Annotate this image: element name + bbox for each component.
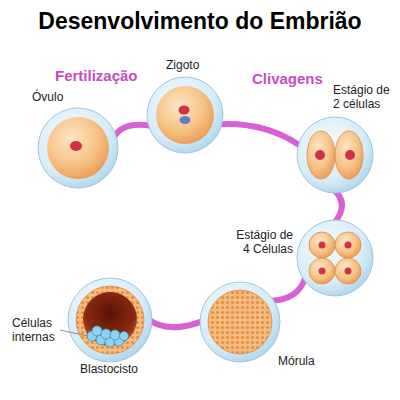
stage-label: Óvulo	[32, 90, 92, 104]
stage-heading: Fertilização	[55, 67, 175, 85]
embryo-stage: Mórula	[200, 282, 280, 362]
blastomere	[335, 258, 361, 284]
blastocyst-embryo	[68, 278, 152, 362]
stage-label: Estágio de 4 Células	[227, 228, 293, 256]
development-ring	[220, 124, 300, 146]
leader-line	[60, 330, 88, 336]
cell-mass	[208, 290, 272, 354]
blastomere	[335, 131, 363, 179]
nucleus	[319, 242, 326, 249]
development-ring	[114, 125, 150, 137]
blastocoel	[83, 292, 137, 346]
nucleus	[345, 268, 352, 275]
embryo-stage: Estágio de 4 Células	[297, 220, 373, 296]
inner-cell	[101, 329, 111, 339]
blastomere	[309, 232, 335, 258]
trophoblast	[76, 286, 144, 354]
nucleus	[70, 141, 82, 151]
development-ring	[335, 191, 342, 222]
embryo-stage: Zigoto	[147, 77, 223, 153]
nucleus	[315, 150, 325, 160]
development-ring	[272, 278, 306, 301]
blastomere	[307, 131, 335, 179]
embryo-stage: Blastocisto	[68, 278, 152, 362]
inner-cell	[92, 326, 102, 336]
nucleus	[345, 242, 352, 249]
blastomere	[309, 258, 335, 284]
zona-pellucida	[147, 77, 223, 153]
development-ring	[150, 321, 202, 328]
four-cell-embryo	[297, 220, 373, 296]
nucleus	[319, 268, 326, 275]
zona-pellucida	[297, 220, 373, 296]
zona-pellucida	[68, 278, 152, 362]
two-cell-embryo	[297, 117, 373, 193]
stage-label: Mórula	[278, 354, 338, 368]
morula-embryo	[200, 282, 280, 362]
cytoplasm	[47, 117, 109, 179]
stage-label: Blastocisto	[80, 362, 160, 376]
part-label: Células internas	[12, 316, 64, 344]
stage-label: Estágio de 2 células	[333, 83, 399, 111]
embryo-stage: Óvulo	[38, 108, 118, 188]
zygote-cell	[147, 77, 223, 153]
pronucleus	[179, 106, 190, 115]
embryo-stage: Estágio de 2 células	[297, 117, 373, 193]
inner-cell	[110, 330, 120, 340]
zona-pellucida	[38, 108, 118, 188]
inner-cell	[120, 332, 129, 341]
zona-pellucida	[297, 117, 373, 193]
pronucleus	[180, 116, 191, 124]
inner-cell-mass	[87, 326, 129, 347]
diagram-title: Desenvolvimento do Embrião	[0, 8, 400, 35]
cytoplasm	[156, 86, 214, 144]
ovum-cell	[38, 108, 118, 188]
nucleus	[345, 150, 355, 160]
zona-pellucida	[200, 282, 280, 362]
blastomere	[335, 232, 361, 258]
stage-label: Zigoto	[166, 58, 226, 72]
